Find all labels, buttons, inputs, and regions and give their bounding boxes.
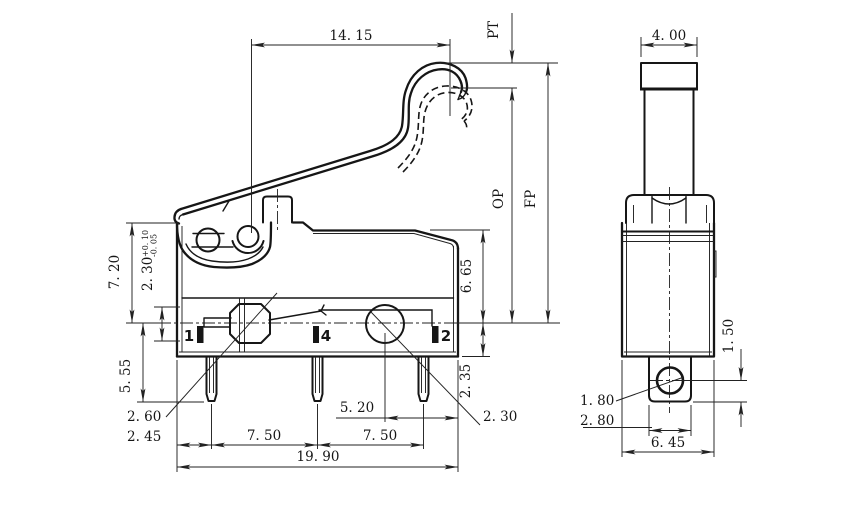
terminal-2-label: 2 [441,327,451,345]
dim-lever-length: 14. 15 [330,28,373,44]
dim-total-width: 19. 90 [297,449,340,465]
dim-pretravel: PT [486,21,502,39]
dim-lever-width: 4. 00 [652,28,686,44]
dim-tab-width: 2. 80 [580,413,614,429]
hinge-pin-circle [236,225,260,248]
terminal-4-pin-section [313,326,319,343]
front-view-dimensions: 14. 15 PT OP FP 7. 20 2. 30 +0. 10 -0. 0… [107,13,560,472]
dim-terminal-zone-height: 2. 30 +0. 10 -0. 05 [140,230,159,291]
side-body [620,187,717,413]
dim-pin-pitch-right: 7. 50 [363,428,397,444]
internal-contacts: 1 4 2 [136,303,470,345]
dim-top-to-center: 7. 20 [107,255,123,289]
terminal-2-pin-section [432,326,439,343]
dim-tab-hole-dia: 1. 80 [580,393,614,409]
pivot-screw-circle [195,227,221,253]
dim-body-depth: 6. 45 [651,435,685,451]
side-lever [640,62,698,196]
terminal-1-label: 1 [184,327,194,345]
side-mounting-tab [648,355,696,403]
side-view: 4. 00 1. 50 1. 80 2. 80 6. 45 [580,28,747,457]
solder-pins [205,355,430,402]
dim-edge-to-first-pin: 2. 45 [127,429,161,445]
lever-free-position [173,61,469,225]
svg-text:+0. 10: +0. 10 [141,230,150,257]
front-view: 1 4 2 14. 15 PT OP FP [107,13,560,472]
side-view-dimensions: 4. 00 1. 50 1. 80 2. 80 6. 45 [580,28,747,457]
dim-hole-to-tab-bottom: 1. 50 [721,319,737,353]
terminal-4-label: 4 [321,327,331,345]
moving-contact-arm [268,304,327,321]
lever-operated-position [397,85,473,173]
dim-center-to-bottom: 2. 35 [458,364,474,398]
side-plunger-housing [625,194,715,224]
dim-hole-to-edge: 5. 20 [340,400,374,416]
plunger [262,189,293,233]
dim-pin-length: 5. 55 [118,359,134,393]
switch-body-outline [175,221,460,358]
dim-operating-position: OP [491,189,507,209]
dim-free-position: FP [523,190,539,208]
dim-left-hole-dia: 2. 60 [127,409,161,425]
dim-right-hole-dia: 2. 30 [483,409,517,425]
terminal-1-pin-section [197,326,204,343]
dim-pin-pitch-left: 7. 50 [247,428,281,444]
svg-text:-0. 05: -0. 05 [150,234,159,257]
lever-pivot-boss [175,221,273,269]
dim-body-upper-height: 6. 65 [459,259,475,293]
svg-text:2. 30: 2. 30 [140,257,156,291]
